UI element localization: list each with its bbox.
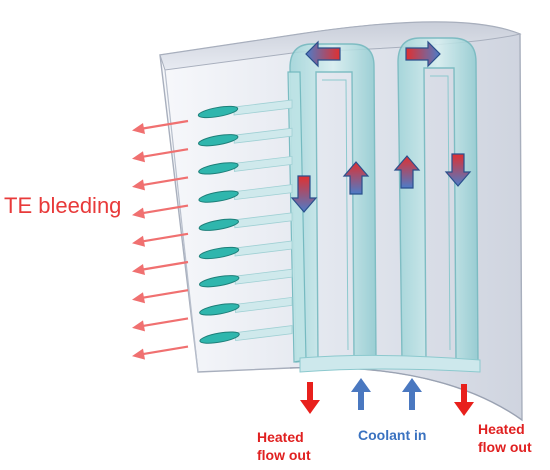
bleed-hole (198, 218, 240, 231)
coolant-in-label: Coolant in (358, 427, 427, 443)
red-blue-arrow-icon (290, 175, 318, 213)
blade-shell (159, 21, 523, 422)
bleed-hole (198, 162, 239, 175)
blue-arrow-icon (351, 378, 371, 410)
red-arrow-icon (132, 148, 189, 163)
channel-flow-arrows (290, 40, 472, 213)
red-arrow-icon (132, 232, 189, 247)
red-blue-arrow-icon (444, 153, 472, 187)
heated-left-line2: flow out (257, 447, 311, 463)
heated-left-line1: Heated (257, 429, 304, 445)
te-bleeding-label: TE bleeding (4, 193, 122, 218)
red-arrow-icon (132, 176, 189, 191)
red-arrow-icon (132, 204, 189, 219)
bleed-hole (198, 246, 240, 260)
heated-flow-out-right-label: Heated flow out (478, 420, 532, 456)
red-arrow-icon (132, 345, 189, 360)
bleed-hole (198, 190, 239, 203)
heated-right-line2: flow out (478, 439, 532, 455)
bottom-flow-arrows (300, 378, 474, 416)
heated-right-line1: Heated (478, 421, 525, 437)
red-arrow-icon (132, 260, 189, 275)
blue-arrow-icon (402, 378, 422, 410)
heated-flow-out-left-label: Heated flow out (257, 428, 311, 464)
red-blue-arrow-icon (405, 40, 441, 68)
bleed-hole (199, 303, 240, 316)
red-arrow-icon (132, 289, 189, 304)
red-blue-arrow-icon (393, 155, 421, 189)
red-arrow-icon (300, 382, 320, 414)
red-arrow-icon (132, 119, 189, 134)
red-blue-arrow-icon (305, 40, 341, 68)
bleed-hole (197, 134, 239, 147)
red-arrow-icon (454, 384, 474, 416)
bleed-hole (197, 105, 239, 119)
red-blue-arrow-icon (342, 161, 370, 195)
bleed-hole (198, 275, 240, 288)
red-arrow-icon (132, 317, 189, 332)
bleed-hole (199, 331, 240, 344)
serpentine-channels (287, 37, 481, 373)
te-bleed-holes (132, 99, 293, 360)
